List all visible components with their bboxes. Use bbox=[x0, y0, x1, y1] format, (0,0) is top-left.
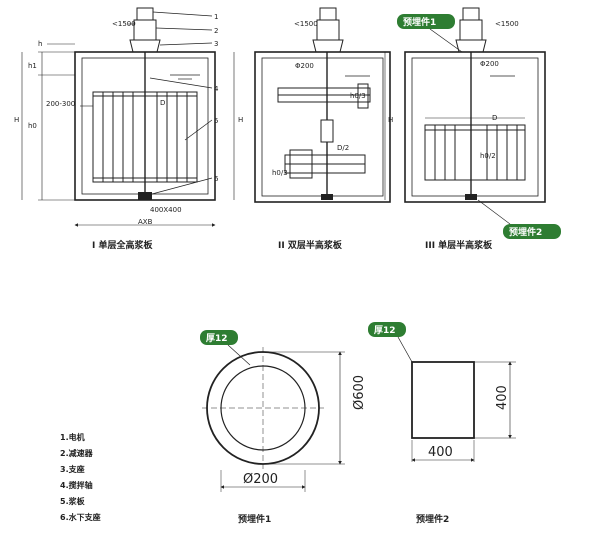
dim-phi: Φ200 bbox=[295, 62, 314, 70]
dim-diameter-200: Ø200 bbox=[243, 472, 278, 487]
lower-paddle bbox=[284, 149, 366, 179]
dim-width-400: 400 bbox=[428, 445, 453, 460]
caption-fig1: I 单层全高浆板 bbox=[92, 239, 153, 251]
dim-height-400: 400 bbox=[495, 385, 510, 410]
thickness-badge: 厚12 bbox=[368, 322, 413, 363]
svg-text:预埋件1: 预埋件1 bbox=[403, 16, 436, 28]
dim-D: D bbox=[160, 99, 165, 107]
caption-embed1: 预埋件1 bbox=[238, 513, 271, 525]
caption-fig2: II 双层半高浆板 bbox=[278, 239, 343, 251]
dim-motor-top: <1500 bbox=[112, 20, 136, 28]
paddle-frame bbox=[424, 124, 526, 181]
legend-item: 6.水下支座 bbox=[60, 512, 101, 522]
dim-axb: AXB bbox=[138, 218, 153, 226]
dim-h03a: h0/3 bbox=[350, 92, 366, 100]
dim-offset: 200-300 bbox=[46, 100, 75, 108]
legend-item: 1.电机 bbox=[60, 432, 85, 442]
callout-1: 1 bbox=[214, 13, 218, 21]
legend-item: 2.减速器 bbox=[60, 448, 94, 458]
legend-list: 1.电机 2.减速器 3.支座 4.搅拌轴 5.浆板 6.水下支座 bbox=[60, 432, 101, 522]
dim-base: 400X400 bbox=[150, 206, 182, 214]
dim-H: H bbox=[238, 116, 243, 124]
dim-motor-top: <1500 bbox=[294, 20, 318, 28]
underwater-support bbox=[138, 192, 152, 200]
caption-fig3: III 单层半高浆板 bbox=[425, 239, 493, 251]
figure-2-double-layer-half-height: <1500 Φ200 H D/2 h0/3 h0/3 II 双层半高浆板 bbox=[233, 7, 391, 251]
callout-2: 2 bbox=[214, 27, 218, 35]
motor-icon bbox=[312, 7, 344, 53]
legend-item: 4.搅拌轴 bbox=[60, 480, 93, 490]
embedded-part-1: 厚12 Ø600 Ø200 预埋件1 bbox=[200, 330, 367, 525]
dim-h1: h1 bbox=[28, 62, 37, 70]
dim-motor-top: <1500 bbox=[495, 20, 519, 28]
svg-text:厚12: 厚12 bbox=[374, 325, 396, 336]
dim-H: H bbox=[388, 116, 393, 124]
dim-diameter-600: Ø600 bbox=[352, 375, 367, 410]
upper-paddle bbox=[277, 83, 371, 109]
tank-outline bbox=[404, 51, 546, 203]
thickness-badge: 厚12 bbox=[200, 330, 251, 366]
callout-5: 5 bbox=[214, 117, 218, 125]
caption-embed2: 预埋件2 bbox=[416, 513, 449, 525]
dim-h0: h0 bbox=[28, 122, 37, 130]
dim-h03b: h0/3 bbox=[272, 169, 288, 177]
svg-text:预埋件2: 预埋件2 bbox=[509, 226, 542, 238]
svg-text:厚12: 厚12 bbox=[206, 333, 228, 344]
dim-d2: D/2 bbox=[337, 144, 349, 152]
legend-item: 5.浆板 bbox=[60, 496, 86, 506]
dim-phi: Φ200 bbox=[480, 60, 499, 68]
embedded-part-2: 厚12 400 400 预埋件2 bbox=[368, 322, 516, 525]
callout-3: 3 bbox=[214, 40, 218, 48]
embed-badge-1: 预埋件1 bbox=[397, 14, 463, 53]
dim-h02: h0/2 bbox=[480, 152, 496, 160]
motor-icon bbox=[129, 7, 161, 53]
legend-item: 3.支座 bbox=[60, 464, 85, 474]
callout-6: 6 bbox=[214, 175, 219, 183]
callout-4: 4 bbox=[214, 85, 219, 93]
dim-h: h bbox=[38, 40, 42, 48]
paddle-frame bbox=[92, 91, 198, 183]
dim-H: H bbox=[14, 116, 19, 124]
figure-1-single-layer-full-height: 1 2 3 4 5 6 <1500 h h1 H h0 200-300 D 40… bbox=[14, 7, 219, 251]
embed-badge-2: 预埋件2 bbox=[477, 199, 561, 239]
motor-icon bbox=[455, 7, 487, 53]
figure-3-single-layer-half-height: <1500 Φ200 H D h0/2 预埋件1 预埋件2 III 单层半高浆板 bbox=[384, 7, 561, 251]
